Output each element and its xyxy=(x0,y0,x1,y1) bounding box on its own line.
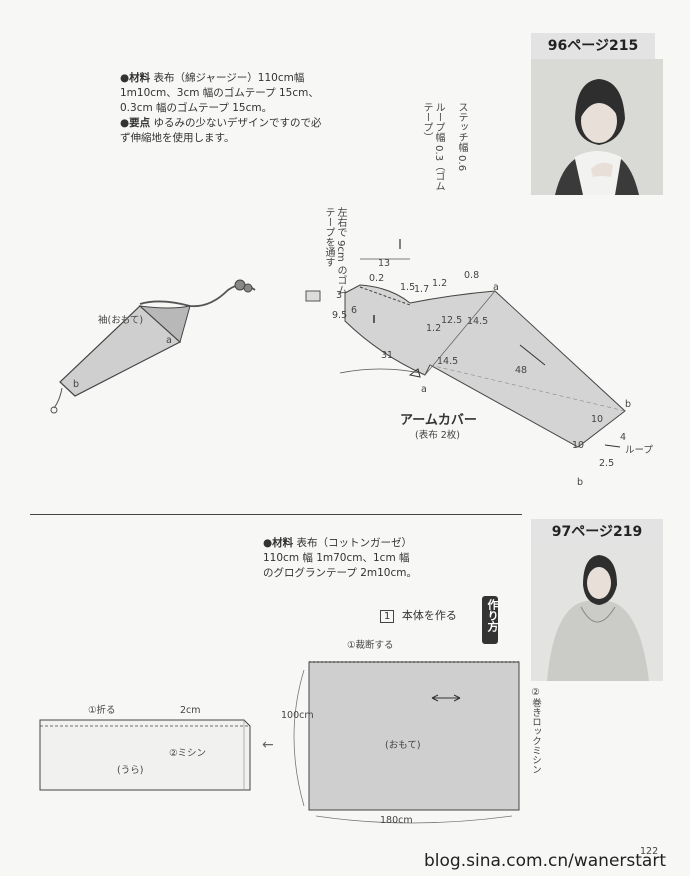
page-number: 122 xyxy=(640,846,659,857)
dim-48: 48 xyxy=(515,365,528,376)
dim-13: 13 xyxy=(378,258,391,269)
dim-0-8: 0.8 xyxy=(464,270,480,281)
arm-cover-pattern xyxy=(305,239,626,448)
folded-fabric xyxy=(39,719,251,791)
point-b-bottom: b xyxy=(577,477,584,488)
materials-text: 表布（綿ジャージー）110cm幅 1m10cm、3cm 幅のゴムテープ 15cm… xyxy=(120,72,319,114)
process-arrow: ← xyxy=(262,737,274,753)
how-to-label: 作り方 xyxy=(486,599,499,632)
points-text: ゆるみの少ないデザインですので必ず伸縮地を使用します。 xyxy=(120,117,322,144)
dim-1-2a: 1.2 xyxy=(432,278,448,289)
dim-3: 3 xyxy=(336,290,343,301)
materials-label-219: ●材料 xyxy=(263,537,294,549)
pattern-tag-215: 96ページ215 xyxy=(531,33,655,59)
fabric-diagram xyxy=(293,661,520,824)
materials-label: ●材料 xyxy=(120,72,151,84)
point-b-right: b xyxy=(625,399,632,410)
how-to-badge: 作り方 xyxy=(482,596,499,644)
step-title: 本体を作る xyxy=(401,609,457,622)
point-a-bottom: a xyxy=(421,384,427,395)
sleeve-illustration xyxy=(50,279,256,414)
model-photo-215 xyxy=(531,59,663,195)
dim-14-5b: 14.5 xyxy=(437,356,459,367)
watermark: blog.sina.com.cn/wanerstart xyxy=(424,851,666,871)
width-label: 180cm xyxy=(380,815,413,826)
pattern-title: アームカバー xyxy=(400,413,477,428)
sew-label: ②ミシン xyxy=(169,748,207,759)
height-label: 100cm xyxy=(281,710,314,721)
sleeve-point-a: a xyxy=(166,335,172,346)
dim-1-7: 1.7 xyxy=(414,284,430,295)
loop-label: ループ xyxy=(625,445,653,456)
point-a-top: a xyxy=(493,282,499,293)
sleeve-label: 袖(おもて) xyxy=(98,315,144,326)
pattern-tag-219: 97ページ219 xyxy=(531,519,663,545)
dim-0-2: 0.2 xyxy=(369,273,385,284)
fold-label: ①折る xyxy=(88,705,116,716)
dim-14-5a: 14.5 xyxy=(467,316,489,327)
section-divider xyxy=(30,514,522,515)
materials-219: ●材料 表布（コットンガーゼ）110cm 幅 1m70cm、1cm 幅のグログラ… xyxy=(263,536,418,581)
dim-1-2b: 1.2 xyxy=(426,323,442,334)
overlock-label: ②巻きロックミシン xyxy=(530,687,541,774)
pattern-subtitle: (表布 2枚) xyxy=(415,430,460,441)
sleeve-point-b: b xyxy=(73,379,80,390)
stitch-note: ステッチ幅 0.6 xyxy=(456,102,467,172)
materials-text-219: 表布（コットンガーゼ）110cm 幅 1m70cm、1cm 幅のグログランテープ… xyxy=(263,537,417,579)
dim-10a: 10 xyxy=(591,414,604,425)
dim-1-5: 1.5 xyxy=(400,282,416,293)
step-heading: 1 本体を作る xyxy=(380,607,457,623)
dim-12-5: 12.5 xyxy=(441,315,463,326)
dim-9-5: 9.5 xyxy=(332,310,348,321)
seam-width: 2cm xyxy=(180,705,201,716)
front-label: (おもて) xyxy=(385,740,421,751)
step-number: 1 xyxy=(380,610,395,623)
dim-2-5: 2.5 xyxy=(599,458,615,469)
dim-10b: 10 xyxy=(572,440,585,451)
cut-label: ①裁断する xyxy=(347,640,394,651)
dim-31: 31 xyxy=(381,350,394,361)
model-photo-219 xyxy=(531,545,663,681)
elastic-note: 左右で 9cm のゴムテープを通す xyxy=(323,207,346,295)
dim-4: 4 xyxy=(620,432,627,443)
points-label: ●要点 xyxy=(120,117,151,129)
materials-215: ●材料 表布（綿ジャージー）110cm幅 1m10cm、3cm 幅のゴムテープ … xyxy=(120,71,325,146)
back-label: (うら) xyxy=(117,765,144,776)
dim-6: 6 xyxy=(351,305,358,316)
loop-note: ループ幅 0.3（ゴムテープ） xyxy=(421,102,444,192)
